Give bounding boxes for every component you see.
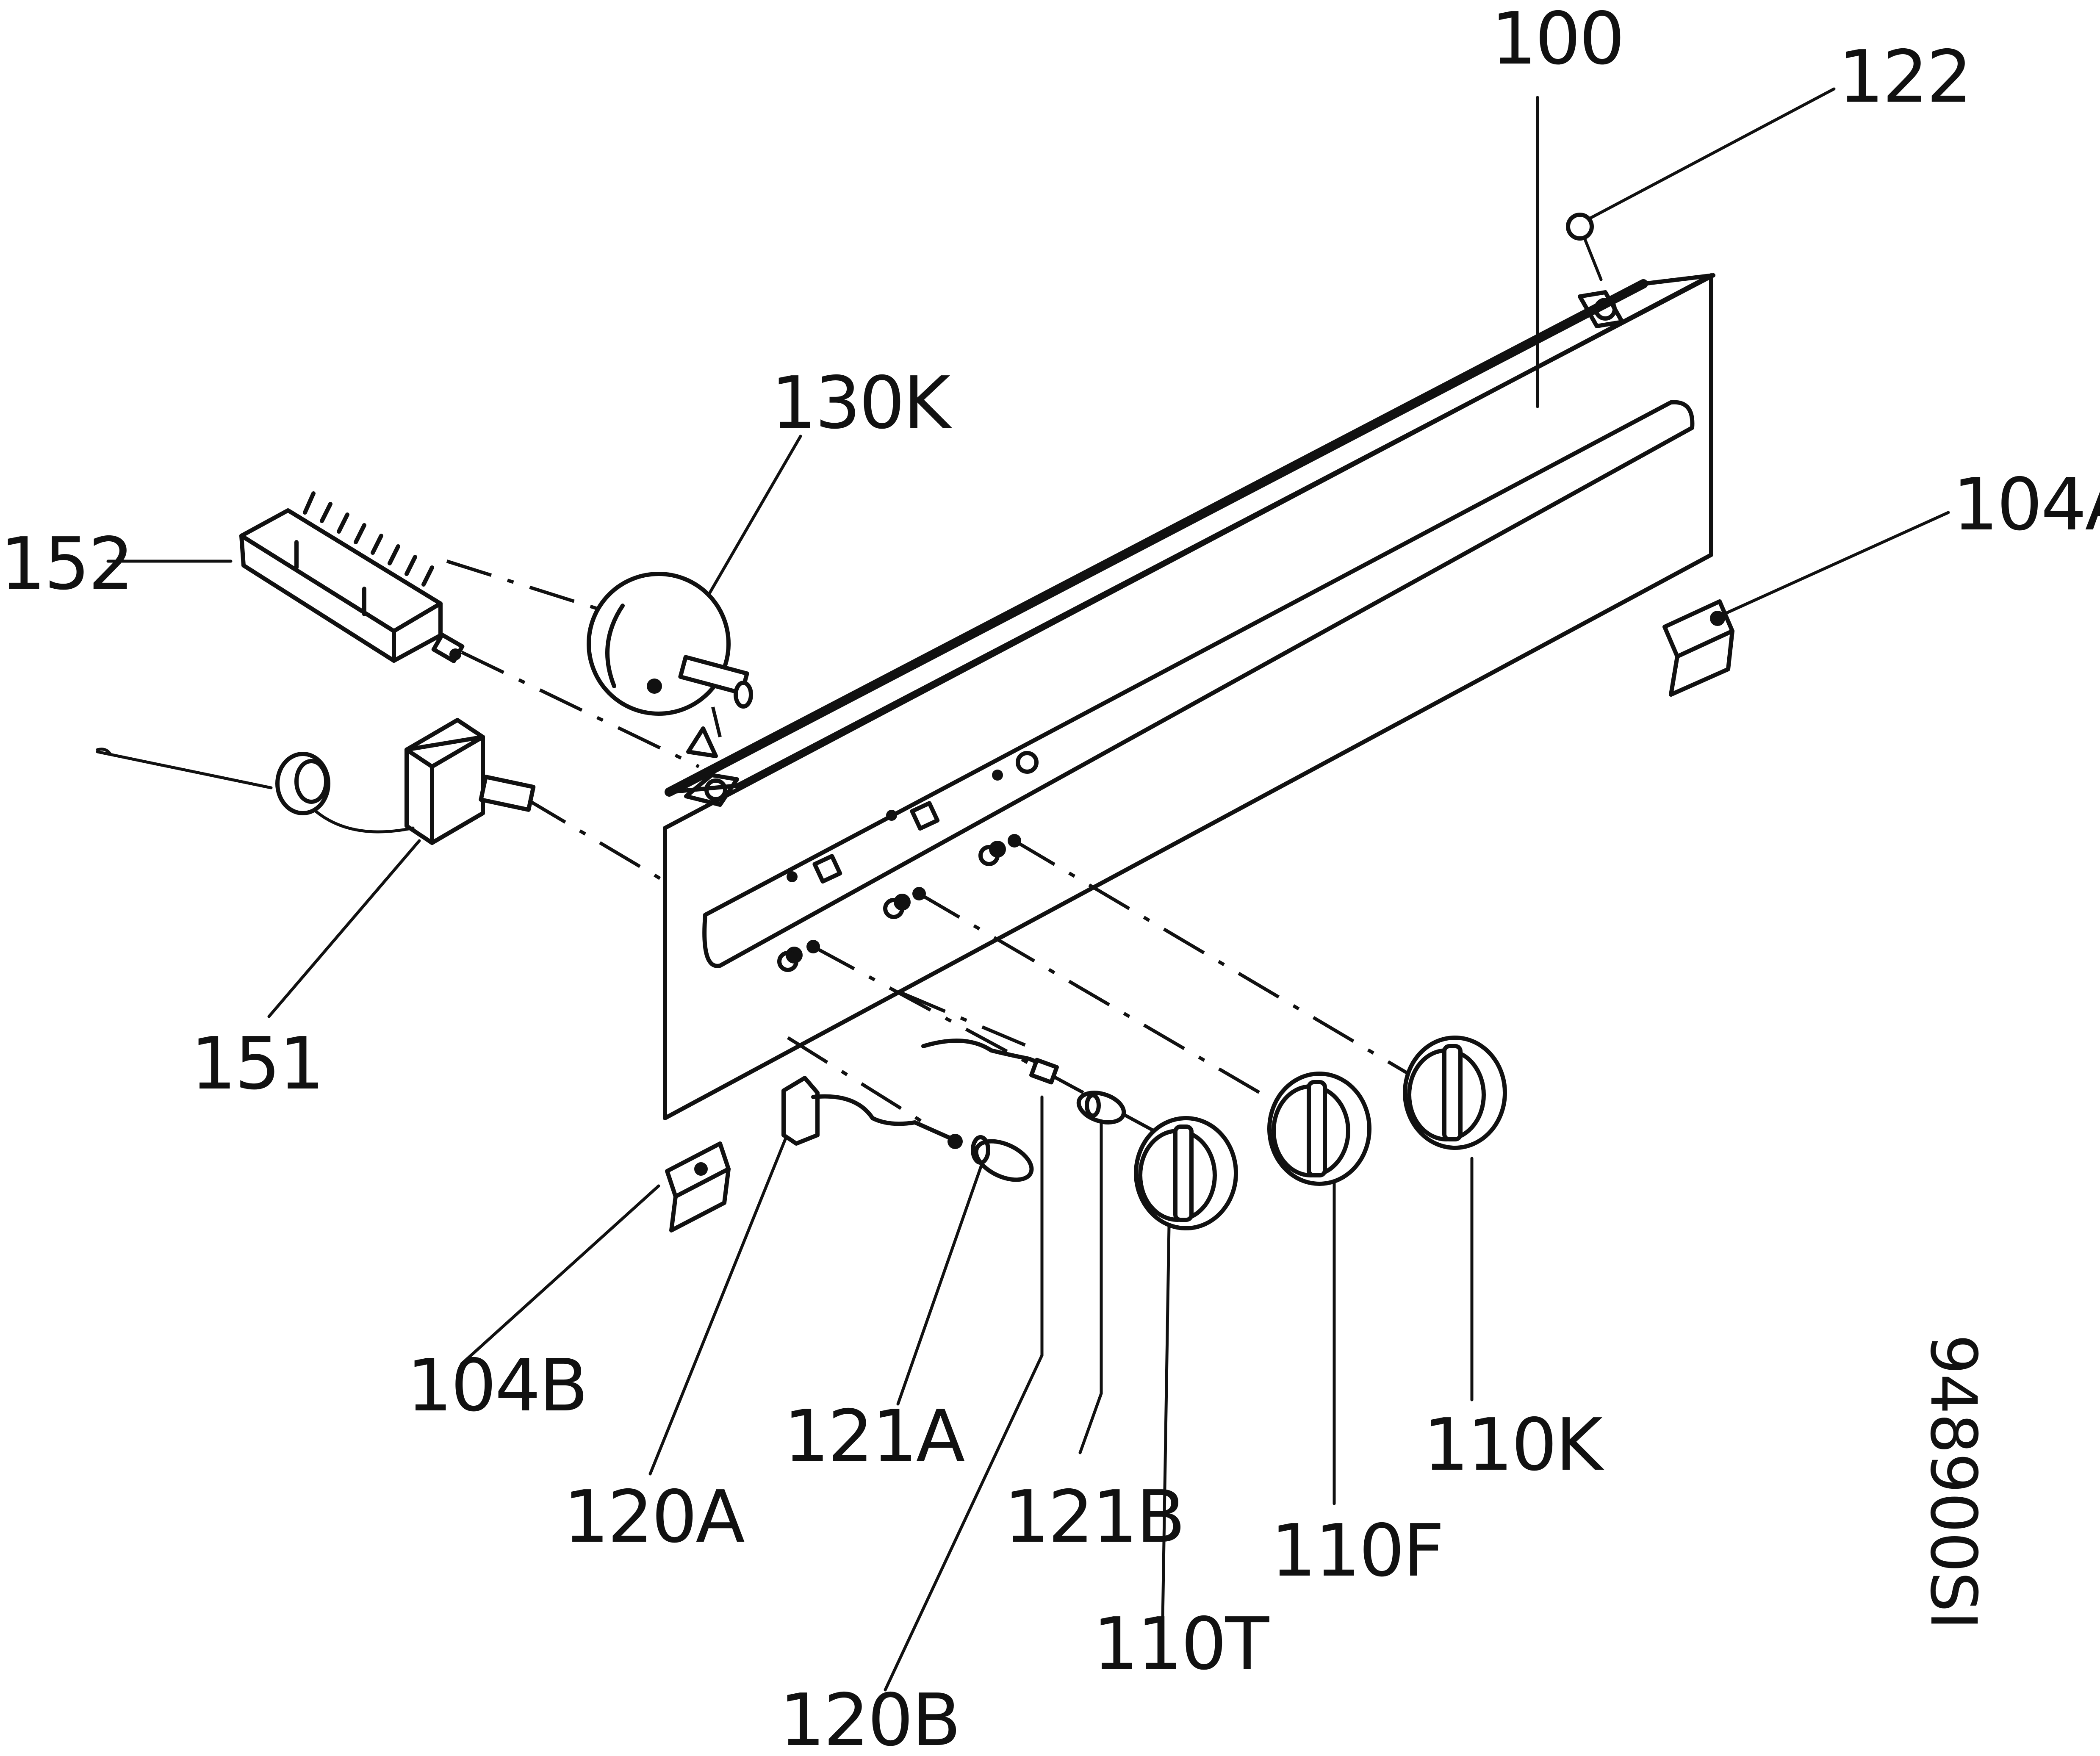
screw-part-122 [1566, 213, 1603, 281]
control-panel-part-100 [663, 273, 1715, 1120]
callout-121B: 121B [1004, 1475, 1184, 1559]
lamp-part-121A [971, 1135, 1034, 1182]
assembly-axes [446, 559, 1410, 1145]
callout-121A: 121A [784, 1395, 964, 1479]
callout-104B: 104B [407, 1344, 587, 1428]
switch-part-120B [921, 1039, 1059, 1085]
bracket-part-104A [1662, 599, 1734, 697]
bracket-part-104B [665, 1141, 731, 1233]
callout-151: 151 [191, 1022, 323, 1106]
switch-part-120A [781, 1076, 963, 1149]
callout-122: 122 [1838, 35, 1970, 119]
terminal-block-part-152 [239, 491, 465, 663]
callout-104A: 104A [1953, 463, 2100, 547]
callout-152: 152 [0, 522, 132, 606]
callout-100: 100 [1491, 0, 1623, 81]
thermostat-part-151 [96, 718, 536, 845]
leader-lines [106, 87, 1950, 1692]
callout-120B: 120B [779, 1678, 959, 1756]
knob-part-110F [1267, 1072, 1371, 1186]
knob-part-110K [1403, 1036, 1507, 1150]
drawing-code: 948900SI [1916, 1334, 1990, 1629]
cone-fitting [686, 726, 718, 758]
panel-holes [777, 751, 1039, 972]
callout-110K: 110K [1423, 1403, 1604, 1487]
callout-110F: 110F [1271, 1509, 1443, 1593]
callout-130K: 130K [771, 361, 952, 445]
callout-110T: 110T [1093, 1602, 1269, 1686]
callout-120A: 120A [563, 1475, 744, 1559]
knob-part-110T [1134, 1116, 1238, 1230]
clock-part-130K [587, 572, 753, 716]
lamp-part-121B [1076, 1091, 1126, 1125]
